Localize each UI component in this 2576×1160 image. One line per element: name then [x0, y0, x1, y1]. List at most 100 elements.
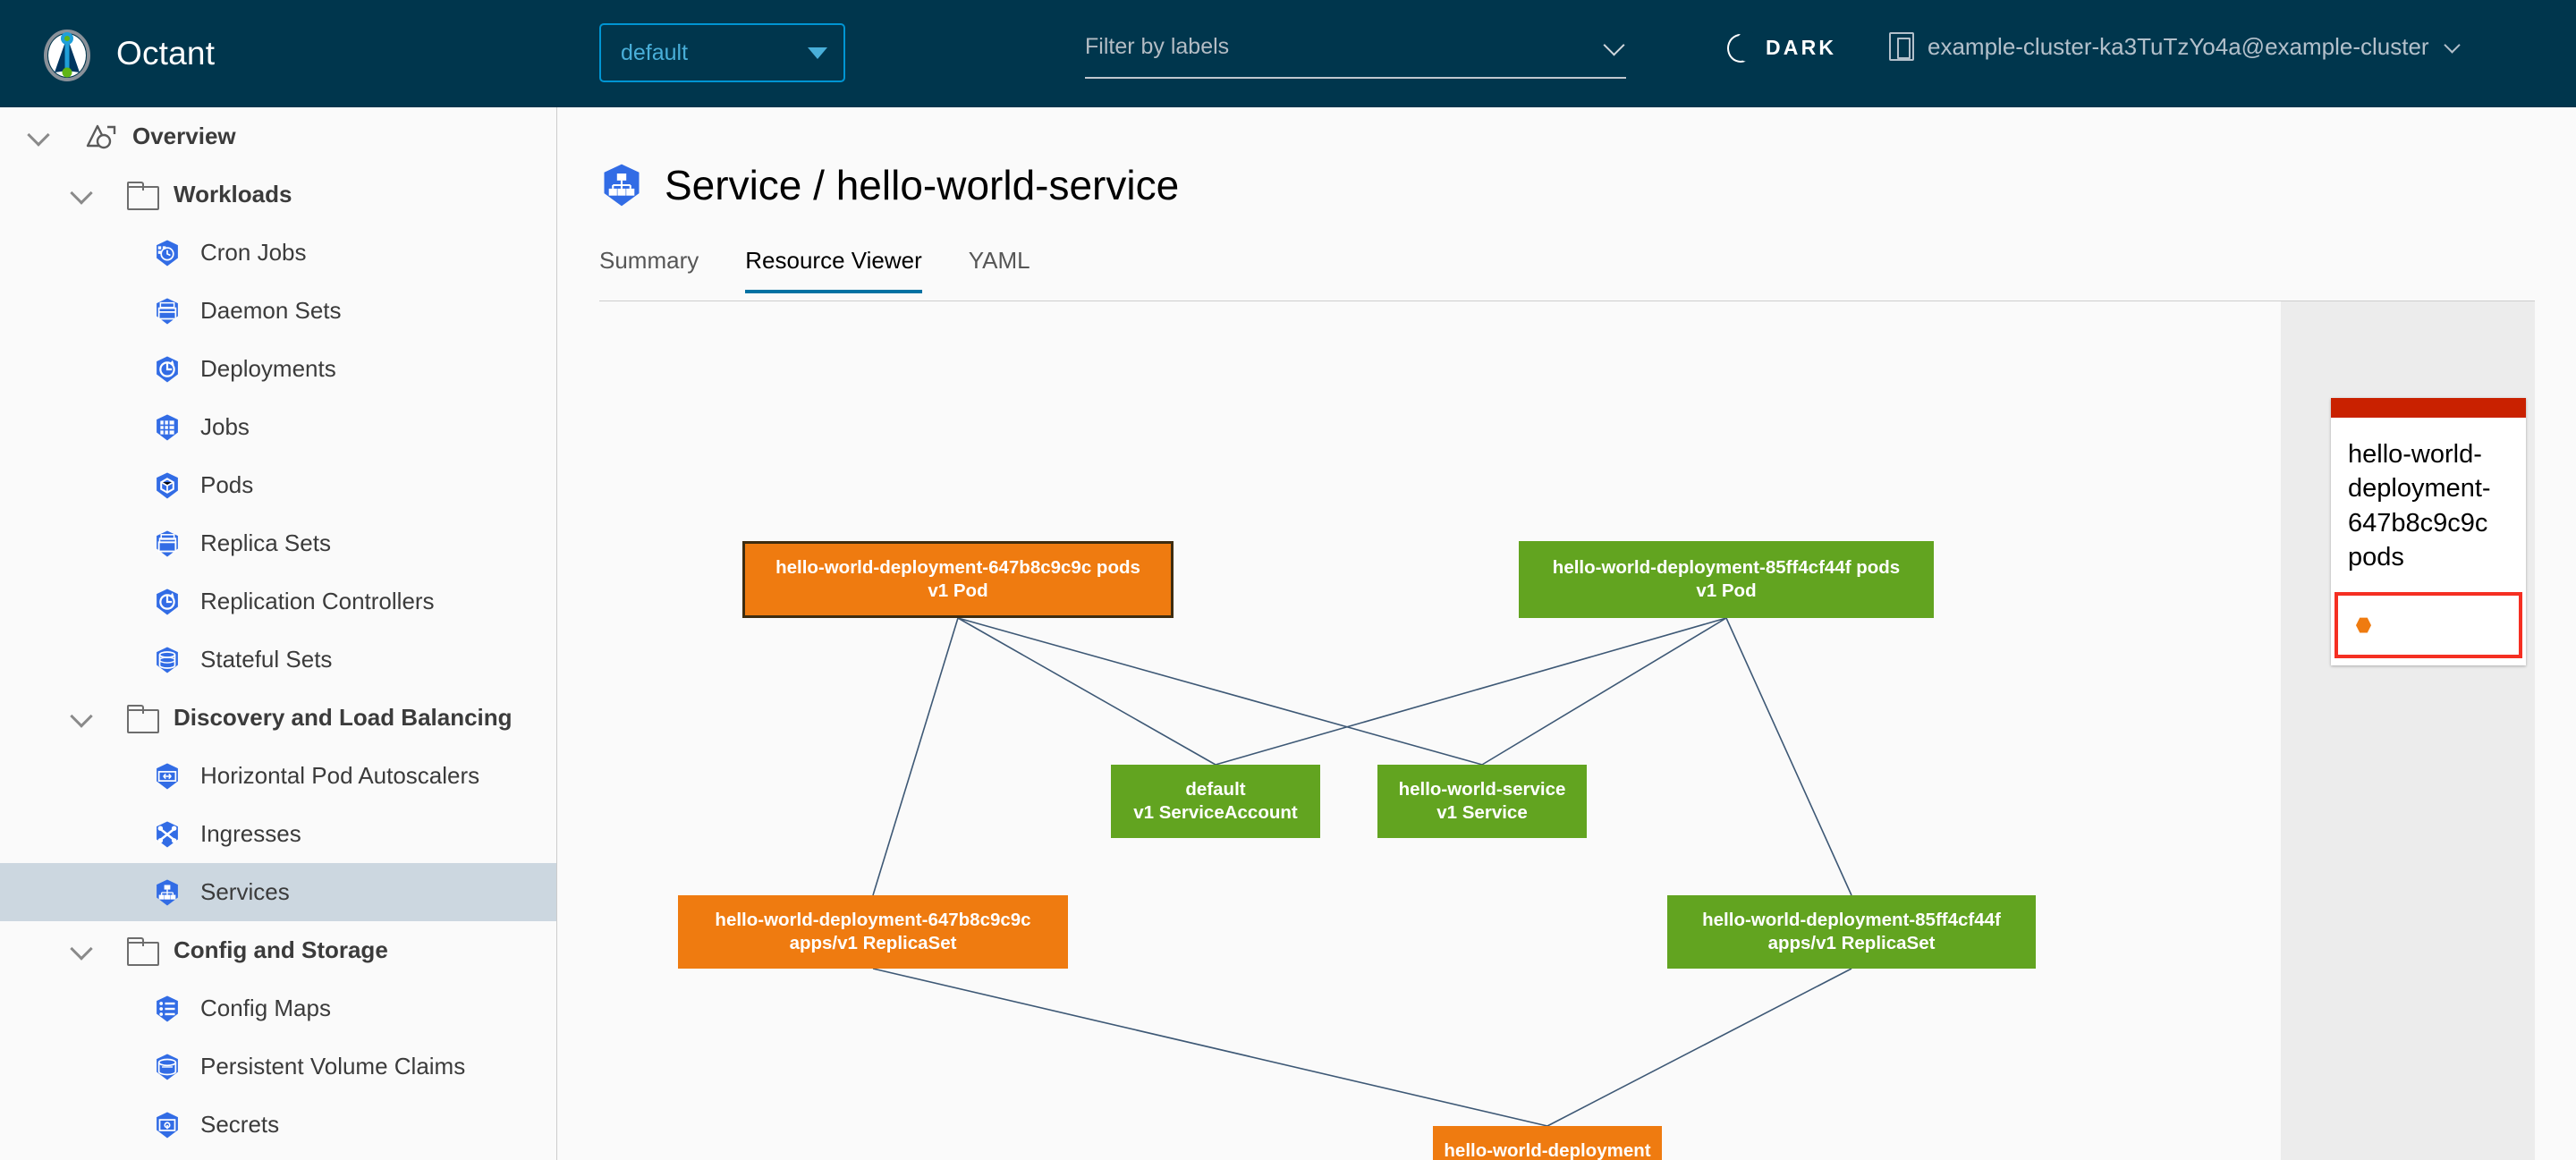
chevron-down-icon[interactable] — [70, 939, 93, 962]
graph-edge — [957, 617, 1483, 766]
sidebar-item-label: Replication Controllers — [200, 588, 435, 614]
graph-node-rs-647[interactable]: hello-world-deployment-647b8c9c9c apps/v1… — [678, 895, 1068, 969]
sidebar-item-config-maps[interactable]: Config Maps — [0, 979, 556, 1037]
sidebar-item-jobs[interactable]: Jobs — [0, 398, 556, 456]
sidebar-item-label: Discovery and Load Balancing — [174, 704, 513, 731]
sidebar-item-label: Ingresses — [200, 820, 301, 847]
sidebar-item-discovery-and-load-balancing[interactable]: Discovery and Load Balancing — [0, 689, 556, 747]
tab-yaml[interactable]: YAML — [968, 247, 1030, 274]
dark-theme-label: DARK — [1766, 35, 1837, 59]
k8s-replicaset-icon — [152, 529, 182, 559]
k8s-pvc-icon — [152, 1052, 182, 1082]
chevron-down-icon[interactable] — [1603, 34, 1626, 57]
tab-resource-viewer[interactable]: Resource Viewer — [745, 247, 922, 293]
graph-node-line1: hello-world-deployment-85ff4cf44f — [1702, 909, 2001, 930]
detail-panel: hello-world-deployment-647b8c9c9c pods — [2281, 301, 2535, 1160]
moon-icon — [1726, 31, 1760, 63]
node-detail-card[interactable]: hello-world-deployment-647b8c9c9c pods — [2331, 398, 2526, 666]
graph-node-line1: hello-world-deployment-647b8c9c9c — [715, 909, 1031, 930]
k8s-service-icon — [152, 877, 182, 908]
sidebar-item-label: Daemon Sets — [200, 297, 342, 324]
graph-node-deploy[interactable]: hello-world-deploymentapps/v1 Deployment — [1433, 1126, 1662, 1160]
namespace-select[interactable]: default — [599, 23, 845, 82]
sidebar-item-config-and-storage[interactable]: Config and Storage — [0, 921, 556, 979]
sidebar-item-secrets[interactable]: Secrets — [0, 1096, 556, 1154]
graph-node-line1: hello-world-deployment — [1444, 1139, 1651, 1160]
page-title-text: Service / hello-world-service — [665, 162, 1180, 208]
k8s-daemonset-icon — [152, 296, 182, 326]
graph-node-line2: v1 Service — [1436, 802, 1528, 823]
graph-edge — [1546, 968, 1852, 1127]
graph-node-line1: hello-world-deployment-647b8c9c9c pods — [775, 556, 1140, 578]
sidebar-item-label: Config and Storage — [174, 936, 388, 963]
sidebar-item-label: Horizontal Pod Autoscalers — [200, 762, 480, 789]
sidebar-item-workloads[interactable]: Workloads — [0, 165, 556, 224]
sidebar-item-label: Overview — [132, 123, 236, 149]
graph-node-line2: apps/v1 ReplicaSet — [789, 933, 957, 953]
chevron-down-icon[interactable] — [70, 183, 93, 207]
detail-card-accent-bar — [2331, 398, 2526, 418]
sidebar-item-stateful-sets[interactable]: Stateful Sets — [0, 631, 556, 689]
sidebar-item-persistent-volume-claims[interactable]: Persistent Volume Claims — [0, 1037, 556, 1096]
sidebar-item-deployments[interactable]: Deployments — [0, 340, 556, 398]
resource-graph-canvas[interactable]: hello-world-deployment-647b8c9c9c pods v1… — [599, 301, 2281, 1160]
chevron-down-icon[interactable] — [27, 125, 50, 148]
k8s-pod-icon — [152, 470, 182, 501]
graph-edges — [872, 617, 1852, 1127]
label-filter-input[interactable]: Filter by labels — [1085, 27, 1626, 79]
k8s-cronjob-icon — [152, 238, 182, 268]
k8s-service-icon — [598, 162, 645, 208]
graph-edge — [872, 617, 959, 896]
sidebar-item-label: Stateful Sets — [200, 646, 333, 673]
dark-theme-toggle[interactable]: DARK — [1726, 31, 1837, 63]
folder-icon — [127, 936, 159, 966]
sidebar-item-label: Workloads — [174, 181, 292, 207]
detail-status-box[interactable] — [2334, 592, 2522, 659]
graph-node-line1: hello-world-deployment-85ff4cf44f pods — [1552, 556, 1901, 578]
sidebar-item-ingresses[interactable]: Ingresses — [0, 805, 556, 863]
sidebar-item-label: Services — [200, 878, 290, 905]
sidebar-item-label: Persistent Volume Claims — [200, 1053, 466, 1080]
sidebar-item-daemon-sets[interactable]: Daemon Sets — [0, 282, 556, 340]
sidebar-item-cron-jobs[interactable]: Cron Jobs — [0, 224, 556, 282]
sidebar-item-label: Secrets — [200, 1111, 280, 1138]
sidebar-item-label: Jobs — [200, 413, 250, 440]
k8s-secret-icon — [152, 1110, 182, 1140]
k8s-replicationcontroller-icon — [152, 587, 182, 617]
sidebar-item-label: Replica Sets — [200, 529, 331, 556]
sidebar-item-services[interactable]: Services — [0, 863, 556, 921]
brand: Octant — [39, 26, 594, 81]
octant-logo-icon — [39, 26, 95, 81]
sidebar-item-horizontal-pod-autoscalers[interactable]: Horizontal Pod Autoscalers — [0, 747, 556, 805]
graph-edge — [872, 968, 1548, 1127]
hexagon-status-icon — [2356, 617, 2371, 633]
k8s-hpa-icon — [152, 761, 182, 792]
label-filter-placeholder: Filter by labels — [1085, 34, 1230, 59]
sidebar-item-replication-controllers[interactable]: Replication Controllers — [0, 572, 556, 631]
sidebar-item-replica-sets[interactable]: Replica Sets — [0, 514, 556, 572]
main-content: Service / hello-world-service Summary Res… — [558, 107, 2576, 1160]
cluster-icon — [1889, 32, 1914, 61]
detail-card-title: hello-world-deployment-647b8c9c9c pods — [2348, 440, 2491, 572]
cluster-picker[interactable]: example-cluster-ka3TuTzYo4a@example-clus… — [1889, 32, 2461, 61]
k8s-configmap-icon — [152, 994, 182, 1024]
tab-summary[interactable]: Summary — [599, 247, 699, 274]
graph-edge — [957, 617, 1216, 766]
folder-icon — [127, 181, 159, 210]
tab-bar: Summary Resource Viewer YAML — [599, 241, 2576, 293]
k8s-job-icon — [152, 412, 182, 443]
sidebar-item-overview[interactable]: Overview — [0, 107, 556, 165]
chevron-down-icon[interactable] — [70, 707, 93, 730]
k8s-ingress-icon — [152, 819, 182, 850]
cluster-name: example-cluster-ka3TuTzYo4a@example-clus… — [1928, 32, 2429, 60]
app-header: Octant default Filter by labels DARK exa… — [0, 0, 2576, 107]
sidebar-item-pods[interactable]: Pods — [0, 456, 556, 514]
graph-node-line1: hello-world-service — [1398, 778, 1566, 800]
graph-node-line2: v1 ServiceAccount — [1133, 802, 1298, 823]
